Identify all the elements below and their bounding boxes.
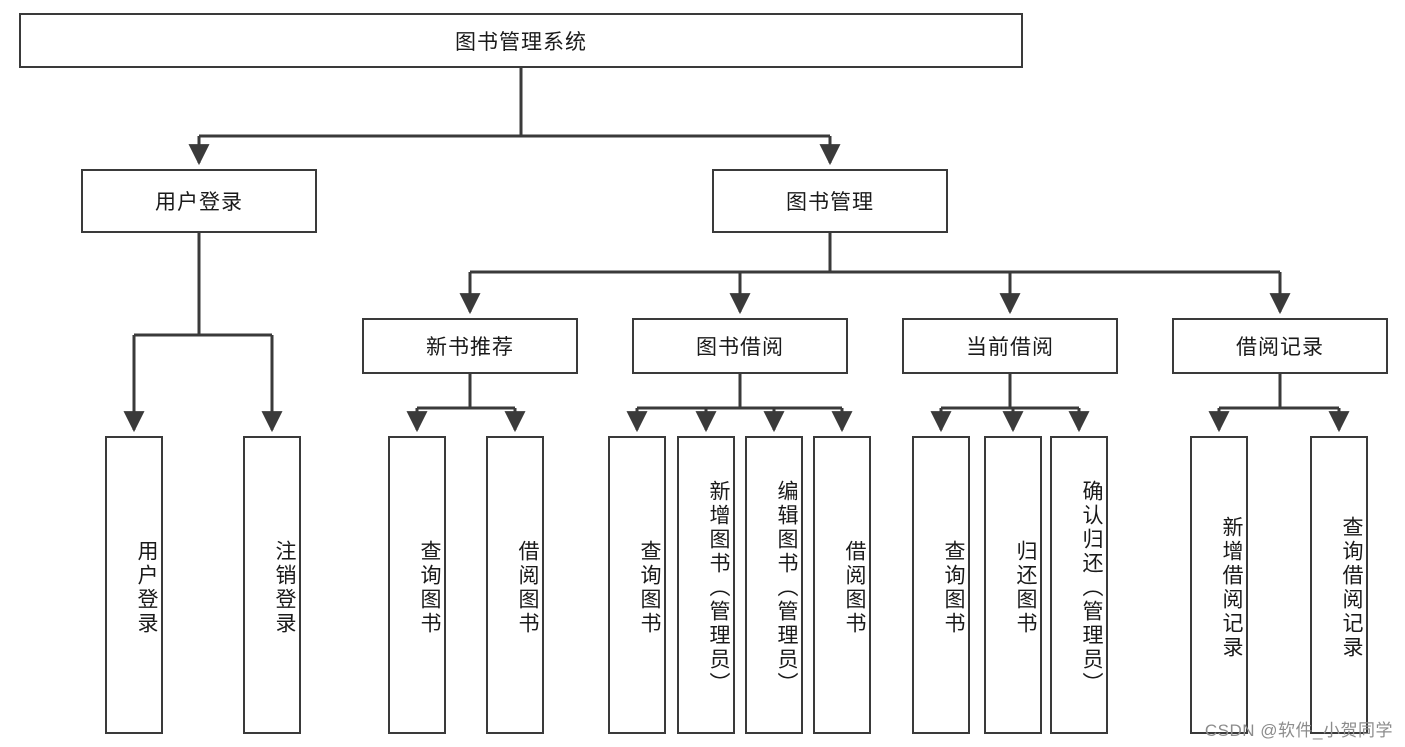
- leaf-query-book-newbook[interactable]: 查询图书: [388, 436, 446, 734]
- node-root-label: 图书管理系统: [455, 30, 587, 54]
- leaf-logout-label: 注销登录: [273, 540, 296, 636]
- leaf-query-borrow-record-label: 查询借阅记录: [1340, 516, 1363, 660]
- leaf-user-login-label: 用户登录: [135, 540, 158, 636]
- leaf-query-book-newbook-label: 查询图书: [418, 540, 441, 636]
- node-borrow-record-label: 借阅记录: [1236, 336, 1324, 359]
- leaf-logout[interactable]: 注销登录: [243, 436, 301, 734]
- node-root[interactable]: 图书管理系统: [19, 13, 1023, 68]
- leaf-edit-book-admin[interactable]: 编辑图书（管理员）: [745, 436, 803, 734]
- leaf-query-book-borrow-label: 查询图书: [638, 540, 661, 636]
- leaf-query-book-current[interactable]: 查询图书: [912, 436, 970, 734]
- leaf-add-book-admin[interactable]: 新增图书（管理员）: [677, 436, 735, 734]
- node-current-borrow[interactable]: 当前借阅: [902, 318, 1118, 374]
- leaf-confirm-return-admin[interactable]: 确认归还（管理员）: [1050, 436, 1108, 734]
- node-new-book-recommend-label: 新书推荐: [426, 336, 514, 359]
- leaf-edit-book-admin-label: 编辑图书（管理员）: [775, 480, 798, 696]
- node-borrow-record[interactable]: 借阅记录: [1172, 318, 1388, 374]
- leaf-add-book-admin-label: 新增图书（管理员）: [707, 480, 730, 696]
- leaf-user-login[interactable]: 用户登录: [105, 436, 163, 734]
- node-book-management-label: 图书管理: [786, 191, 874, 214]
- leaf-query-borrow-record[interactable]: 查询借阅记录: [1310, 436, 1368, 734]
- node-new-book-recommend[interactable]: 新书推荐: [362, 318, 578, 374]
- node-book-borrow[interactable]: 图书借阅: [632, 318, 848, 374]
- leaf-borrow-book-newbook[interactable]: 借阅图书: [486, 436, 544, 734]
- node-current-borrow-label: 当前借阅: [966, 336, 1054, 359]
- leaf-query-book-borrow[interactable]: 查询图书: [608, 436, 666, 734]
- leaf-confirm-return-admin-label: 确认归还（管理员）: [1080, 480, 1103, 696]
- leaf-borrow-book[interactable]: 借阅图书: [813, 436, 871, 734]
- leaf-borrow-book-newbook-label: 借阅图书: [516, 540, 539, 636]
- leaf-return-book[interactable]: 归还图书: [984, 436, 1042, 734]
- leaf-borrow-book-label: 借阅图书: [843, 540, 866, 636]
- node-user-login[interactable]: 用户登录: [81, 169, 317, 233]
- leaf-query-book-current-label: 查询图书: [942, 540, 965, 636]
- watermark: CSDN @软件_小贺同学: [1204, 721, 1393, 740]
- node-book-management[interactable]: 图书管理: [712, 169, 948, 233]
- node-book-borrow-label: 图书借阅: [696, 336, 784, 359]
- leaf-add-borrow-record[interactable]: 新增借阅记录: [1190, 436, 1248, 734]
- leaf-add-borrow-record-label: 新增借阅记录: [1220, 516, 1243, 660]
- leaf-return-book-label: 归还图书: [1014, 540, 1037, 636]
- node-user-login-label: 用户登录: [155, 191, 243, 214]
